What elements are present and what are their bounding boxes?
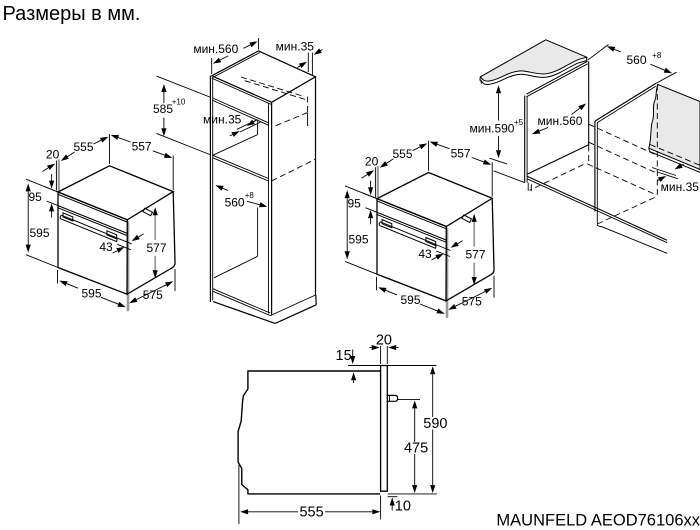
svg-text:557: 557: [132, 140, 152, 154]
svg-text:555: 555: [73, 140, 93, 154]
svg-text:560: 560: [225, 196, 245, 210]
svg-text:20: 20: [365, 154, 379, 168]
svg-text:595: 595: [81, 286, 101, 300]
svg-text:20: 20: [376, 332, 392, 348]
svg-text:585: 585: [153, 102, 173, 116]
svg-text:577: 577: [465, 248, 485, 262]
svg-text:10: 10: [395, 498, 411, 514]
svg-text:43: 43: [99, 240, 113, 254]
svg-text:+5: +5: [514, 118, 524, 127]
svg-text:555: 555: [392, 147, 412, 161]
svg-text:575: 575: [143, 288, 163, 302]
svg-text:MAUNFELD AEOD76106xx: MAUNFELD AEOD76106xx: [496, 512, 700, 530]
svg-text:мин.560: мин.560: [538, 114, 583, 128]
svg-text:577: 577: [146, 241, 166, 255]
svg-text:мин.35: мин.35: [661, 180, 700, 194]
svg-text:95: 95: [347, 197, 361, 211]
svg-text:мин.35: мин.35: [203, 113, 242, 127]
svg-text:мин.590: мин.590: [470, 121, 515, 135]
svg-text:15: 15: [336, 348, 352, 364]
svg-text:мин.560: мин.560: [193, 42, 238, 56]
svg-text:595: 595: [400, 293, 420, 307]
svg-text:+10: +10: [172, 98, 186, 107]
svg-text:595: 595: [349, 233, 369, 247]
svg-text:555: 555: [299, 505, 323, 521]
svg-text:590: 590: [423, 416, 447, 432]
svg-text:+8: +8: [245, 191, 255, 200]
svg-text:мин.35: мин.35: [276, 39, 315, 53]
svg-text:595: 595: [30, 226, 50, 240]
svg-text:95: 95: [28, 190, 42, 204]
svg-text:575: 575: [462, 295, 482, 309]
svg-text:43: 43: [418, 247, 432, 261]
svg-text:560: 560: [626, 53, 646, 67]
svg-text:475: 475: [404, 441, 428, 457]
svg-text:+8: +8: [652, 51, 662, 60]
svg-text:20: 20: [46, 148, 60, 162]
svg-text:Размеры в мм.: Размеры в мм.: [3, 3, 141, 25]
svg-text:557: 557: [451, 146, 471, 160]
